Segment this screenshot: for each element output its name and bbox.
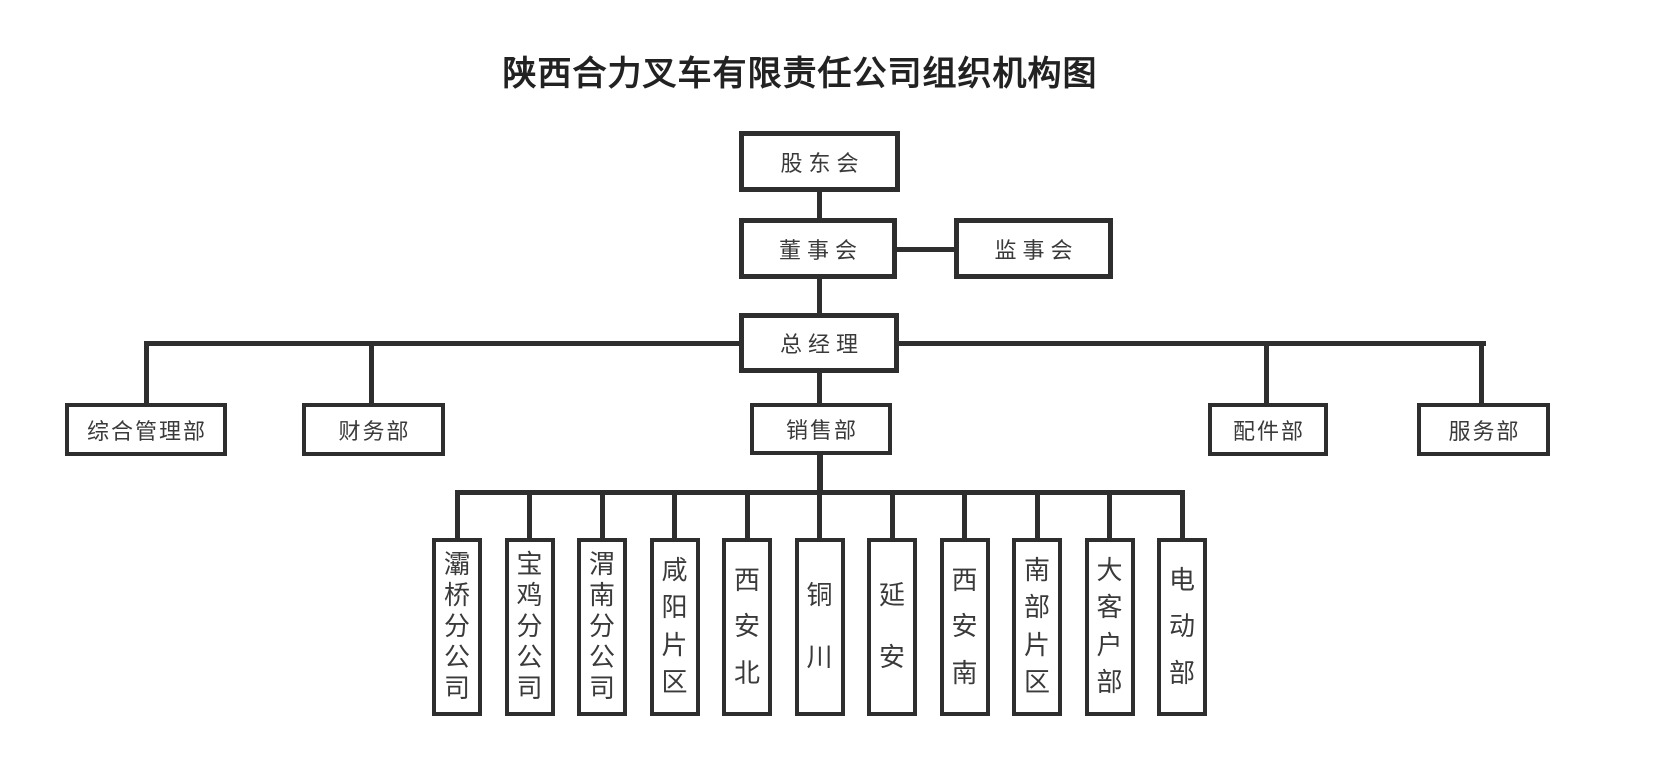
service-dept-label: 服务部 [1448, 418, 1521, 444]
branch-baqiao: 灞桥分公司 [432, 495, 482, 716]
connector-drop-weinan [599, 495, 605, 538]
branch-baoji: 宝鸡分公司 [504, 495, 555, 716]
general-manager-label: 总经理 [779, 332, 864, 357]
general-admin-dept-box: 综合管理部 [65, 403, 227, 456]
general-manager-box: 总经理 [739, 313, 899, 373]
branch-key-accounts: 大客户部 [1084, 495, 1135, 716]
xianyang-area-box: 咸阳片区 [649, 538, 700, 716]
connector-drop-yanan [889, 495, 895, 538]
connector-drop-baoji [527, 495, 532, 538]
electric-dept-box: 电动部 [1157, 538, 1207, 716]
connector-drop-key-accounts [1107, 495, 1112, 538]
connector-drop-baqiao [454, 495, 460, 538]
connector-drop-south-area [1034, 495, 1040, 538]
connector-branches-horizontal [455, 490, 1185, 495]
branch-xian-north: 西安北 [722, 495, 772, 716]
key-accounts-dept-box: 大客户部 [1084, 538, 1135, 716]
weinan-branch-box: 渭南分公司 [577, 538, 627, 716]
connector-board-supervisory [894, 247, 956, 252]
south-area-box: 南部片区 [1012, 538, 1062, 716]
sales-dept-box: 销售部 [750, 403, 892, 455]
baoji-branch-box: 宝鸡分公司 [504, 538, 555, 716]
xian-south-box: 西安南 [939, 538, 990, 716]
branch-xianyang: 咸阳片区 [649, 495, 700, 716]
branch-tongchuan: 铜川 [794, 495, 845, 716]
connector-drop-tongchuan [817, 495, 822, 538]
parts-dept-box: 配件部 [1208, 403, 1328, 456]
connector-sales-branches [817, 452, 823, 492]
branch-weinan: 渭南分公司 [577, 495, 627, 716]
finance-dept-box: 财务部 [302, 403, 445, 456]
sales-dept-label: 销售部 [785, 418, 858, 443]
shareholders-box: 股东会 [739, 131, 900, 192]
branch-xian-south: 西安南 [939, 495, 990, 716]
connector-shareholders-board [817, 191, 822, 219]
branch-electric: 电动部 [1157, 495, 1207, 716]
connector-board-general-manager [817, 278, 822, 314]
connector-drop-xianyang [672, 495, 677, 538]
supervisory-board-label: 监事会 [994, 237, 1079, 263]
board-box: 董事会 [739, 218, 897, 279]
connector-drop-service [1479, 343, 1484, 405]
connector-drop-electric [1179, 495, 1185, 538]
finance-dept-label: 财务部 [338, 418, 411, 444]
connector-drop-xian-south [962, 495, 967, 538]
board-label: 董事会 [778, 237, 863, 263]
tongchuan-box: 铜川 [794, 538, 845, 716]
sales-branches-row: 灞桥分公司 宝鸡分公司 渭南分公司 咸阳片区 西安北 铜川 延安 西安南 [432, 495, 1207, 716]
branch-yanan: 延安 [867, 495, 917, 716]
connector-drop-finance [369, 343, 374, 405]
branch-south-area: 南部片区 [1012, 495, 1062, 716]
general-admin-dept-label: 综合管理部 [86, 418, 207, 444]
parts-dept-label: 配件部 [1232, 418, 1305, 444]
connector-general-manager-sales [817, 371, 822, 405]
shareholders-label: 股东会 [780, 150, 865, 176]
connector-drop-general-admin [144, 343, 149, 405]
xian-north-box: 西安北 [722, 538, 772, 716]
yanan-box: 延安 [867, 538, 917, 716]
baqiao-branch-box: 灞桥分公司 [432, 538, 482, 716]
service-dept-box: 服务部 [1417, 403, 1550, 456]
chart-title: 陕西合力叉车有限责任公司组织机构图 [502, 55, 1098, 93]
connector-drop-xian-north [744, 495, 750, 538]
supervisory-board-box: 监事会 [954, 218, 1113, 279]
connector-drop-parts [1264, 343, 1269, 405]
